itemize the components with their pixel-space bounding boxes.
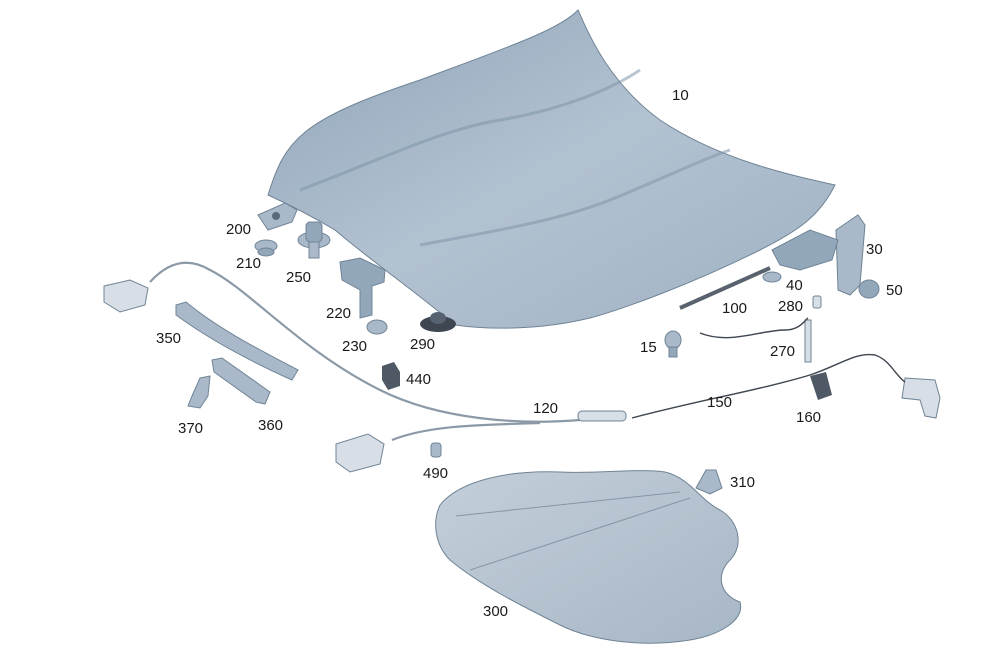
grommet-part-40 bbox=[762, 271, 782, 283]
label-440: 440 bbox=[406, 371, 431, 388]
bracket-part-360 bbox=[211, 357, 271, 405]
latch-block-center bbox=[335, 433, 385, 473]
clip-part-490 bbox=[430, 442, 442, 458]
label-360: 360 bbox=[258, 417, 283, 434]
label-310: 310 bbox=[730, 474, 755, 491]
label-120: 120 bbox=[533, 400, 558, 417]
bracket-part-200 bbox=[257, 202, 298, 231]
label-370: 370 bbox=[178, 420, 203, 437]
bumper-part-290 bbox=[420, 312, 456, 332]
label-220: 220 bbox=[326, 305, 351, 322]
clip-part-310 bbox=[695, 469, 723, 495]
label-350: 350 bbox=[156, 330, 181, 347]
pin-part-250 bbox=[297, 221, 331, 259]
grommet-part-210 bbox=[254, 239, 278, 257]
label-100: 100 bbox=[722, 300, 747, 317]
label-300: 300 bbox=[483, 603, 508, 620]
label-270: 270 bbox=[770, 343, 795, 360]
cable-part-150 bbox=[631, 353, 906, 419]
hood-part-10 bbox=[267, 9, 836, 329]
insulation-pad-part-300 bbox=[435, 470, 742, 644]
strut-part-100 bbox=[679, 266, 771, 310]
hinge-part-30 bbox=[771, 214, 866, 296]
label-30: 30 bbox=[866, 241, 883, 258]
label-490: 490 bbox=[423, 465, 448, 482]
label-250: 250 bbox=[286, 269, 311, 286]
label-200: 200 bbox=[226, 221, 251, 238]
latch-block-right bbox=[901, 377, 941, 419]
label-40: 40 bbox=[786, 277, 803, 294]
grommet-part-230 bbox=[366, 319, 388, 335]
seal-strip-part-350 bbox=[175, 301, 299, 381]
label-50: 50 bbox=[886, 282, 903, 299]
rod-part-270 bbox=[699, 317, 812, 363]
label-230: 230 bbox=[342, 338, 367, 355]
hinge-part-220 bbox=[339, 257, 386, 319]
lock-part-160 bbox=[810, 372, 832, 400]
connector-part-15 bbox=[664, 330, 682, 358]
pin-part-370 bbox=[187, 375, 211, 409]
label-280: 280 bbox=[778, 298, 803, 315]
latch-block-left bbox=[103, 279, 149, 313]
label-15: 15 bbox=[640, 339, 657, 356]
label-160: 160 bbox=[796, 409, 821, 426]
label-210: 210 bbox=[236, 255, 261, 272]
label-10: 10 bbox=[672, 87, 689, 104]
bumper-part-50 bbox=[858, 279, 880, 299]
label-150: 150 bbox=[707, 394, 732, 411]
label-290: 290 bbox=[410, 336, 435, 353]
cable-part-120 bbox=[149, 261, 627, 442]
clip-part-280 bbox=[812, 295, 822, 309]
clip-part-440 bbox=[382, 362, 400, 390]
